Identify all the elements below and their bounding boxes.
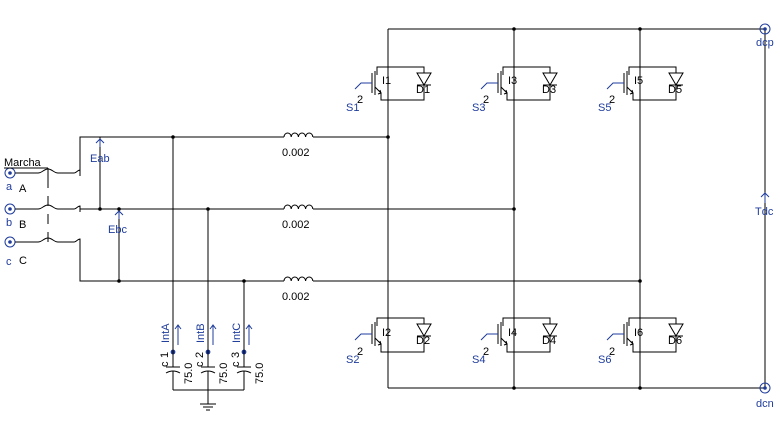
capacitor-c2-name: c bbox=[194, 361, 206, 367]
inductor-b-value: 0.002 bbox=[282, 219, 310, 231]
capacitor-c1-name: c bbox=[159, 361, 171, 367]
igbt-label-i3: I3 bbox=[508, 75, 517, 87]
three-phase-breaker[interactable]: Marcha bbox=[4, 157, 81, 250]
ammeter-intc-label: IntC bbox=[231, 323, 243, 343]
switch-cell-5[interactable]: I5 D5 S5 2 bbox=[598, 66, 684, 114]
voltmeter-ebc-label: Ebc bbox=[108, 224, 127, 236]
ac-node-c[interactable] bbox=[4, 236, 16, 248]
diode-label-d6: D6 bbox=[668, 335, 682, 347]
gate-label-s5: S5 bbox=[598, 102, 611, 114]
capacitor-c2-value: 75.0 bbox=[218, 363, 230, 384]
ac-node-a[interactable] bbox=[4, 167, 16, 179]
breaker-label: Marcha bbox=[4, 157, 42, 169]
phase-label-a: A bbox=[19, 183, 27, 195]
ac-node-label-c: c bbox=[6, 256, 12, 268]
gate-pin-s3: 2 bbox=[483, 94, 489, 106]
gate-pin-s4: 2 bbox=[483, 346, 489, 358]
switch-cell-2[interactable]: I2 D2 S2 2 bbox=[346, 317, 432, 366]
phase-label-c: C bbox=[19, 255, 27, 267]
dc-positive-terminal[interactable]: dcp bbox=[756, 23, 774, 49]
capacitor-bank: IntA IntB IntC c 1 75.0 bbox=[159, 135, 266, 411]
ammeter-inta-label: IntA bbox=[160, 323, 172, 343]
gate-label-s6: S6 bbox=[598, 354, 611, 366]
diode-label-d4: D4 bbox=[542, 335, 556, 347]
capacitor-c1-value: 75.0 bbox=[183, 363, 195, 384]
ac-node-label-b: b bbox=[6, 217, 12, 229]
dc-negative-terminal[interactable]: dcn bbox=[756, 382, 774, 410]
inductor-phase-a[interactable]: 0.002 bbox=[282, 132, 314, 159]
breaker-contact-b bbox=[15, 204, 81, 212]
inductor-phase-c[interactable]: 0.002 bbox=[282, 276, 314, 303]
switch-cell-1[interactable]: I1 D1 S1 2 bbox=[346, 66, 432, 114]
breaker-contact-a bbox=[15, 168, 81, 176]
dc-voltmeter-label: Tdc bbox=[755, 206, 774, 218]
ac-node-label-a: a bbox=[6, 181, 13, 193]
capacitor-c1[interactable]: c 1 75.0 bbox=[159, 345, 195, 390]
igbt-label-i6: I6 bbox=[634, 327, 643, 339]
inductor-phase-b[interactable]: 0.002 bbox=[282, 204, 314, 231]
capacitor-c1-index: 1 bbox=[159, 352, 171, 358]
diode-label-d3: D3 bbox=[542, 84, 556, 96]
gate-pin-s5: 2 bbox=[609, 94, 615, 106]
gate-pin-s1: 2 bbox=[357, 94, 363, 106]
diode-label-d5: D5 bbox=[668, 84, 682, 96]
dc-voltmeter-tdc[interactable]: Tdc bbox=[755, 192, 774, 218]
inductor-a-value: 0.002 bbox=[282, 147, 310, 159]
capacitor-c2-index: 2 bbox=[194, 352, 206, 358]
gate-label-s4: S4 bbox=[472, 354, 485, 366]
igbt-label-i4: I4 bbox=[508, 327, 517, 339]
capacitor-c3[interactable]: c 3 75.0 bbox=[230, 345, 266, 390]
igbt-label-i5: I5 bbox=[634, 75, 643, 87]
diode-label-d2: D2 bbox=[416, 335, 430, 347]
gate-pin-s6: 2 bbox=[609, 346, 615, 358]
ac-source-terminals: a b c A B C bbox=[4, 167, 27, 268]
phase-label-b: B bbox=[19, 219, 26, 231]
gate-label-s1: S1 bbox=[346, 102, 359, 114]
ground-icon bbox=[200, 390, 216, 411]
capacitor-c3-name: c bbox=[230, 361, 242, 367]
capacitor-c3-index: 3 bbox=[230, 352, 242, 358]
ammeter-inta[interactable]: IntA bbox=[160, 323, 182, 345]
ammeter-intc[interactable]: IntC bbox=[231, 323, 253, 345]
igbt-label-i1: I1 bbox=[382, 75, 391, 87]
switch-cell-3[interactable]: I3 D3 S3 2 bbox=[472, 66, 558, 114]
ac-bus-wires bbox=[79, 136, 640, 282]
inductor-c-value: 0.002 bbox=[282, 291, 310, 303]
ammeter-intb-label: IntB bbox=[195, 323, 207, 343]
igbt-label-i2: I2 bbox=[382, 327, 391, 339]
capacitor-c2[interactable]: c 2 75.0 bbox=[194, 345, 230, 390]
voltmeter-eab-label: Eab bbox=[90, 153, 110, 165]
dc-negative-label: dcn bbox=[756, 398, 774, 410]
gate-label-s3: S3 bbox=[472, 102, 485, 114]
voltmeter-ebc[interactable]: Ebc bbox=[108, 207, 127, 283]
switch-cell-6[interactable]: I6 D6 S6 2 bbox=[598, 317, 684, 366]
diode-label-d1: D1 bbox=[416, 84, 430, 96]
voltmeter-eab[interactable]: Eab bbox=[90, 137, 110, 211]
switch-cell-4[interactable]: I4 D4 S4 2 bbox=[472, 317, 558, 366]
ac-node-b[interactable] bbox=[4, 203, 16, 215]
dc-positive-label: dcp bbox=[756, 37, 774, 49]
ammeter-intb[interactable]: IntB bbox=[195, 323, 217, 345]
gate-pin-s2: 2 bbox=[357, 346, 363, 358]
gate-label-s2: S2 bbox=[346, 354, 359, 366]
capacitor-c3-value: 75.0 bbox=[254, 363, 266, 384]
breaker-contact-c bbox=[15, 237, 81, 246]
